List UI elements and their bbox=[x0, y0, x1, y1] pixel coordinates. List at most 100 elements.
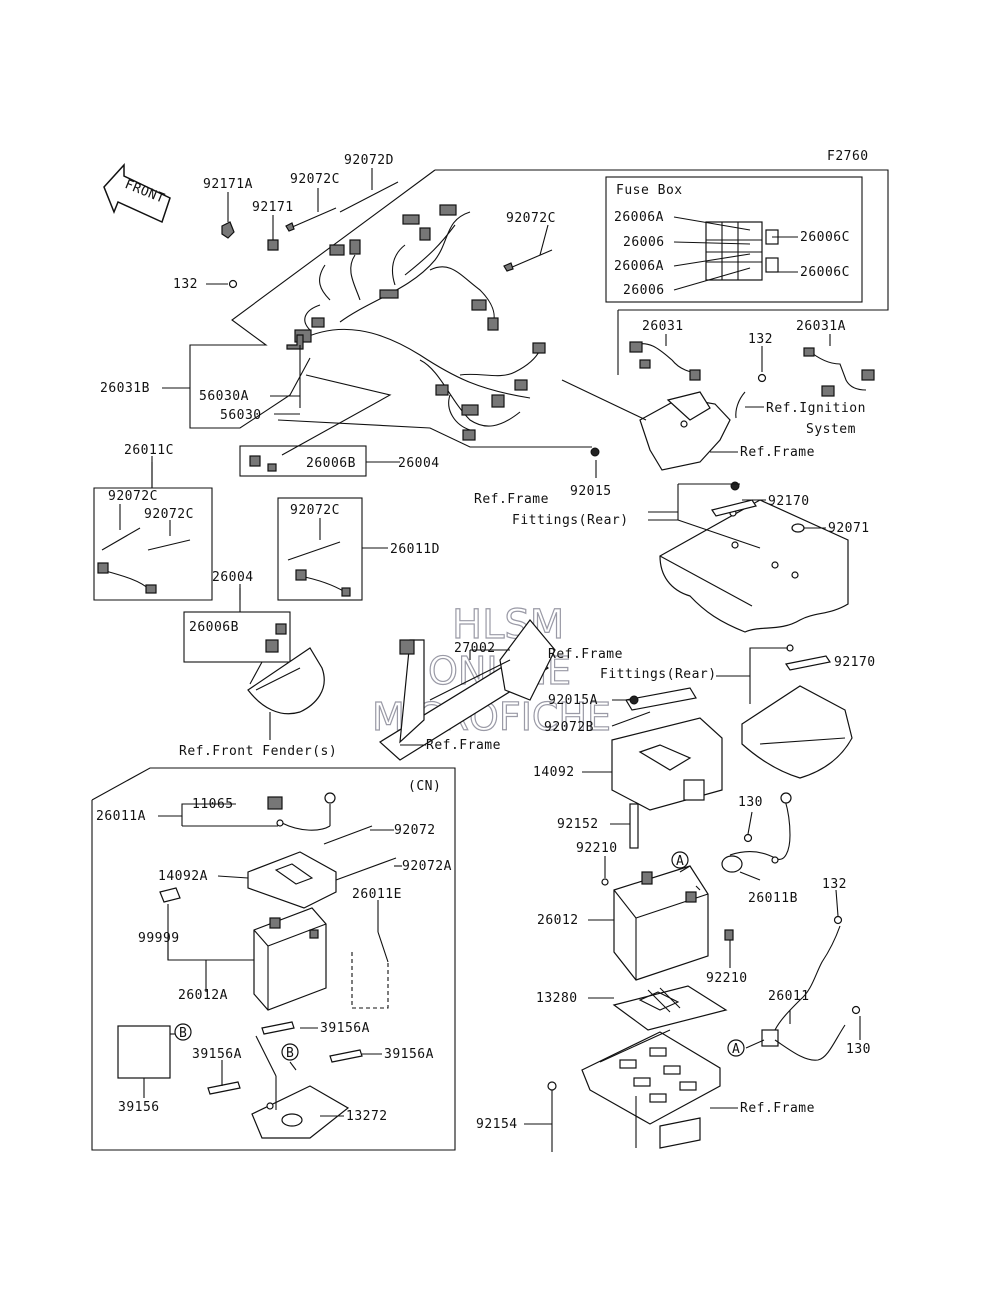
part-39156A: 39156A bbox=[384, 1047, 434, 1062]
part-26006B: 26006B bbox=[306, 456, 356, 471]
part-92015A: 92015A bbox=[548, 693, 598, 708]
part-26031B: 26031B bbox=[100, 381, 150, 396]
battery-26012 bbox=[601, 865, 734, 981]
part-39156A: 39156A bbox=[320, 1021, 370, 1036]
frame-bottom bbox=[547, 1029, 721, 1152]
part-11065: 11065 bbox=[192, 797, 234, 812]
main-wiring-harness bbox=[294, 204, 546, 441]
part-92072C: 92072C bbox=[108, 489, 158, 504]
part-92210: 92210 bbox=[576, 841, 618, 856]
ref-frame-fittings-2a: Ref.Frame bbox=[548, 647, 623, 662]
ignition-area bbox=[561, 310, 875, 471]
callout-b1-circle bbox=[174, 1023, 192, 1041]
part-92072C: 92072C bbox=[144, 507, 194, 522]
ref-ignition-a: Ref.Ignition bbox=[766, 401, 866, 416]
callout-b2-circle bbox=[281, 1043, 299, 1061]
fuse-box-title: Fuse Box bbox=[616, 183, 683, 198]
tray-13280 bbox=[612, 985, 728, 1031]
part-92171A: 92171A bbox=[203, 177, 253, 192]
part-26011E: 26011E bbox=[352, 887, 402, 902]
part-26004: 26004 bbox=[398, 456, 440, 471]
part-92071: 92071 bbox=[828, 521, 870, 536]
group-26011C bbox=[93, 462, 213, 601]
part-92072B: 92072B bbox=[544, 720, 594, 735]
part-56030A: 56030A bbox=[199, 389, 249, 404]
part-92170: 92170 bbox=[834, 655, 876, 670]
part-26004: 26004 bbox=[212, 570, 254, 585]
nut-92015 bbox=[590, 447, 600, 457]
part-92072C: 92072C bbox=[290, 503, 340, 518]
main-harness-outline bbox=[189, 169, 889, 456]
part-13272: 13272 bbox=[346, 1109, 388, 1124]
fuse-26006C: 26006C bbox=[800, 230, 850, 245]
part-92170: 92170 bbox=[768, 494, 810, 509]
part-56030: 56030 bbox=[220, 408, 262, 423]
part-92152: 92152 bbox=[557, 817, 599, 832]
leader-lines bbox=[119, 168, 861, 1125]
part-labels: 92171A 92072C 92072D 92171 92072C 132 26… bbox=[96, 153, 876, 1132]
ref-frame: Ref.Frame bbox=[740, 1101, 815, 1116]
group-26011D bbox=[277, 497, 388, 601]
ref-frame-fittings-2b: Fittings(Rear) bbox=[600, 667, 717, 682]
rear-frame-fittings-1 bbox=[648, 481, 849, 633]
front-fender-group bbox=[183, 588, 325, 740]
fuse-26006C: 26006C bbox=[800, 265, 850, 280]
cn-inset: (CN) bbox=[91, 767, 456, 1151]
part-13280: 13280 bbox=[536, 991, 578, 1006]
figure-id: F2760 bbox=[827, 149, 869, 164]
part-26006B: 26006B bbox=[189, 620, 239, 635]
part-132: 132 bbox=[748, 332, 773, 347]
callout-a2-circle bbox=[727, 1039, 745, 1057]
callout-a1-circle bbox=[671, 851, 689, 869]
ref-frame: Ref.Frame bbox=[426, 738, 501, 753]
part-92072A: 92072A bbox=[402, 859, 452, 874]
fuse-26006A: 26006A bbox=[614, 210, 664, 225]
part-92072: 92072 bbox=[394, 823, 436, 838]
callouts: B B A A bbox=[174, 851, 745, 1061]
small-parts-top bbox=[221, 181, 553, 408]
callout-b1: B bbox=[179, 1026, 187, 1041]
fuse-box-inset: Fuse Box bbox=[605, 176, 863, 303]
part-27002: 27002 bbox=[454, 641, 496, 656]
fuse-26006A: 26006A bbox=[614, 259, 664, 274]
part-39156A: 39156A bbox=[192, 1047, 242, 1062]
part-92171: 92171 bbox=[252, 200, 294, 215]
fuse-26006: 26006 bbox=[623, 235, 665, 250]
part-92154: 92154 bbox=[476, 1117, 518, 1132]
part-92072C: 92072C bbox=[290, 172, 340, 187]
part-92072D: 92072D bbox=[344, 153, 394, 168]
part-39156: 39156 bbox=[118, 1100, 160, 1115]
part-92015: 92015 bbox=[570, 484, 612, 499]
ref-frame: Ref.Frame bbox=[740, 445, 815, 460]
part-26011C: 26011C bbox=[124, 443, 174, 458]
part-26012A: 26012A bbox=[178, 988, 228, 1003]
fuse-26006: 26006 bbox=[623, 283, 665, 298]
battery-holder-14092 bbox=[611, 687, 723, 849]
ref-front-fender: Ref.Front Fender(s) bbox=[179, 744, 337, 759]
part-92210: 92210 bbox=[706, 971, 748, 986]
cn-label: (CN) bbox=[408, 779, 441, 794]
middle-frame bbox=[379, 619, 556, 761]
part-26011D: 26011D bbox=[390, 542, 440, 557]
part-99999: 99999 bbox=[138, 931, 180, 946]
part-26031A: 26031A bbox=[796, 319, 846, 334]
part-26031: 26031 bbox=[642, 319, 684, 334]
part-26011: 26011 bbox=[768, 989, 810, 1004]
part-26011A: 26011A bbox=[96, 809, 146, 824]
part-14092: 14092 bbox=[533, 765, 575, 780]
part-130: 130 bbox=[846, 1042, 871, 1057]
part-130: 130 bbox=[738, 795, 763, 810]
part-132: 132 bbox=[173, 277, 198, 292]
callout-a2: A bbox=[732, 1042, 740, 1057]
group-26006B-top bbox=[239, 445, 400, 477]
ref-frame-fittings-1b: Fittings(Rear) bbox=[512, 513, 629, 528]
part-132: 132 bbox=[822, 877, 847, 892]
cable-26011 bbox=[761, 915, 861, 1061]
ref-frame-fittings-1a: Ref.Frame bbox=[474, 492, 549, 507]
front-arrow: FRONT bbox=[103, 163, 171, 224]
part-14092A: 14092A bbox=[158, 869, 208, 884]
ref-ignition-b: System bbox=[806, 422, 856, 437]
part-26012: 26012 bbox=[537, 913, 579, 928]
